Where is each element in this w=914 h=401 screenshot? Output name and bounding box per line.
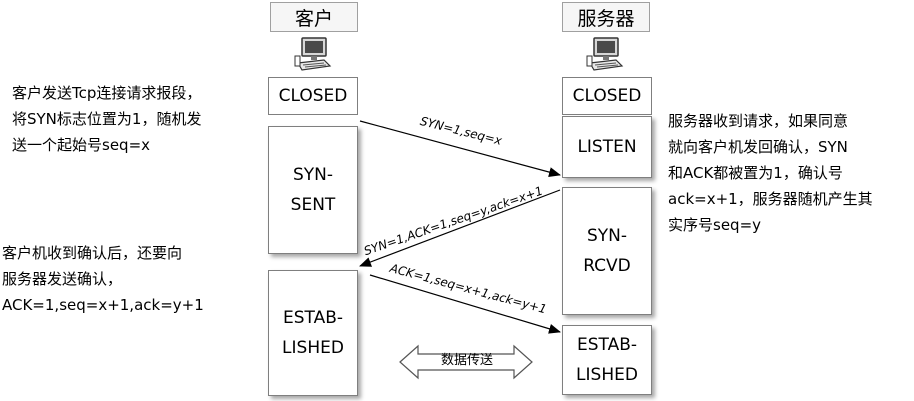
data-transfer-arrow-icon	[399, 344, 533, 380]
client-header-label: 客户	[294, 7, 333, 30]
server-established-label: ESTAB- LISHED	[576, 335, 638, 385]
ack-arrow	[369, 274, 561, 334]
server-computer-icon	[586, 37, 624, 71]
server-reply-note: 服务器收到请求，如果同意 就向客户机发回确认，SYN 和ACK都被置为1，确认号…	[668, 112, 873, 234]
client-header: 客户	[270, 2, 358, 32]
server-header-label: 服务器	[577, 7, 635, 30]
client-closed-label: CLOSED	[278, 86, 348, 106]
server-state-listen: LISTEN	[562, 116, 652, 178]
syn-ack-arrow	[359, 189, 561, 267]
client-send-note: 客户发送Tcp连接请求报段， 将SYN标志位置为1，随机发 送一个起始号seq=…	[12, 84, 202, 154]
syn-arrow	[359, 120, 561, 177]
client-state-established: ESTAB- LISHED	[268, 270, 358, 396]
server-syn-rcvd-label: SYN- RCVD	[583, 226, 631, 276]
client-syn-sent-label: SYN- SENT	[290, 165, 336, 215]
client-confirm-note: 客户机收到确认后，还要向 服务器发送确认， ACK=1,seq=x+1,ack=…	[2, 244, 204, 314]
server-listen-label: LISTEN	[577, 137, 637, 157]
data-transfer-label: 数据传送	[440, 353, 493, 368]
client-state-closed: CLOSED	[268, 77, 358, 115]
client-computer-icon	[294, 37, 332, 71]
client-established-label: ESTAB- LISHED	[282, 308, 344, 358]
server-state-established: ESTAB- LISHED	[562, 325, 652, 395]
server-header: 服务器	[562, 2, 650, 32]
server-state-syn-rcvd: SYN- RCVD	[562, 187, 652, 315]
client-state-syn-sent: SYN- SENT	[268, 126, 358, 254]
server-closed-label: CLOSED	[572, 86, 642, 106]
server-state-closed: CLOSED	[562, 77, 652, 115]
